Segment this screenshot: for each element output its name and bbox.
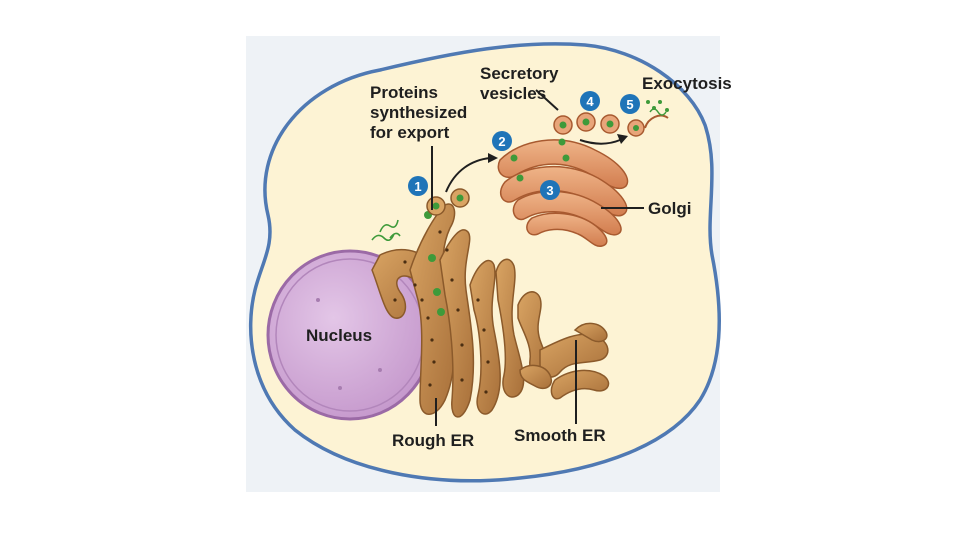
smooth-er — [519, 322, 610, 400]
label-exocytosis: Exocytosis — [642, 74, 732, 93]
label-secretory-line2: vesicles — [480, 84, 546, 103]
step-badge-1: 1 — [408, 176, 428, 196]
svg-text:4: 4 — [586, 94, 594, 109]
svg-text:1: 1 — [414, 179, 421, 194]
polypeptide-strands — [371, 219, 401, 242]
label-proteins-line3: for export — [370, 123, 450, 142]
label-rough-er: Rough ER — [392, 431, 474, 450]
svg-text:2: 2 — [498, 134, 505, 149]
flow-arrows — [445, 139, 621, 193]
label-proteins-line2: synthesized — [370, 103, 467, 122]
ribosome-dots — [393, 230, 490, 394]
label-smooth-er: Smooth ER — [514, 426, 606, 445]
golgi — [497, 139, 629, 247]
golgi-proteins — [510, 138, 570, 182]
label-proteins-line1: Proteins — [370, 83, 438, 102]
label-secretory-line1: Secretory — [480, 64, 559, 83]
secretory-vesicles — [553, 112, 645, 137]
svg-text:3: 3 — [546, 183, 553, 198]
svg-text:5: 5 — [626, 97, 633, 112]
step-badge-2: 2 — [492, 131, 512, 151]
step-badge-4: 4 — [580, 91, 600, 111]
exocytosis-release — [644, 100, 669, 129]
leader-lines — [431, 89, 644, 426]
arrow-head-er-to-golgi — [488, 153, 498, 163]
arrow-head-golgi-to-vesicle — [617, 134, 628, 144]
step-badge-5: 5 — [620, 94, 640, 114]
label-golgi: Golgi — [648, 199, 691, 218]
label-nucleus: Nucleus — [306, 326, 372, 345]
step-badge-3: 3 — [540, 180, 560, 200]
